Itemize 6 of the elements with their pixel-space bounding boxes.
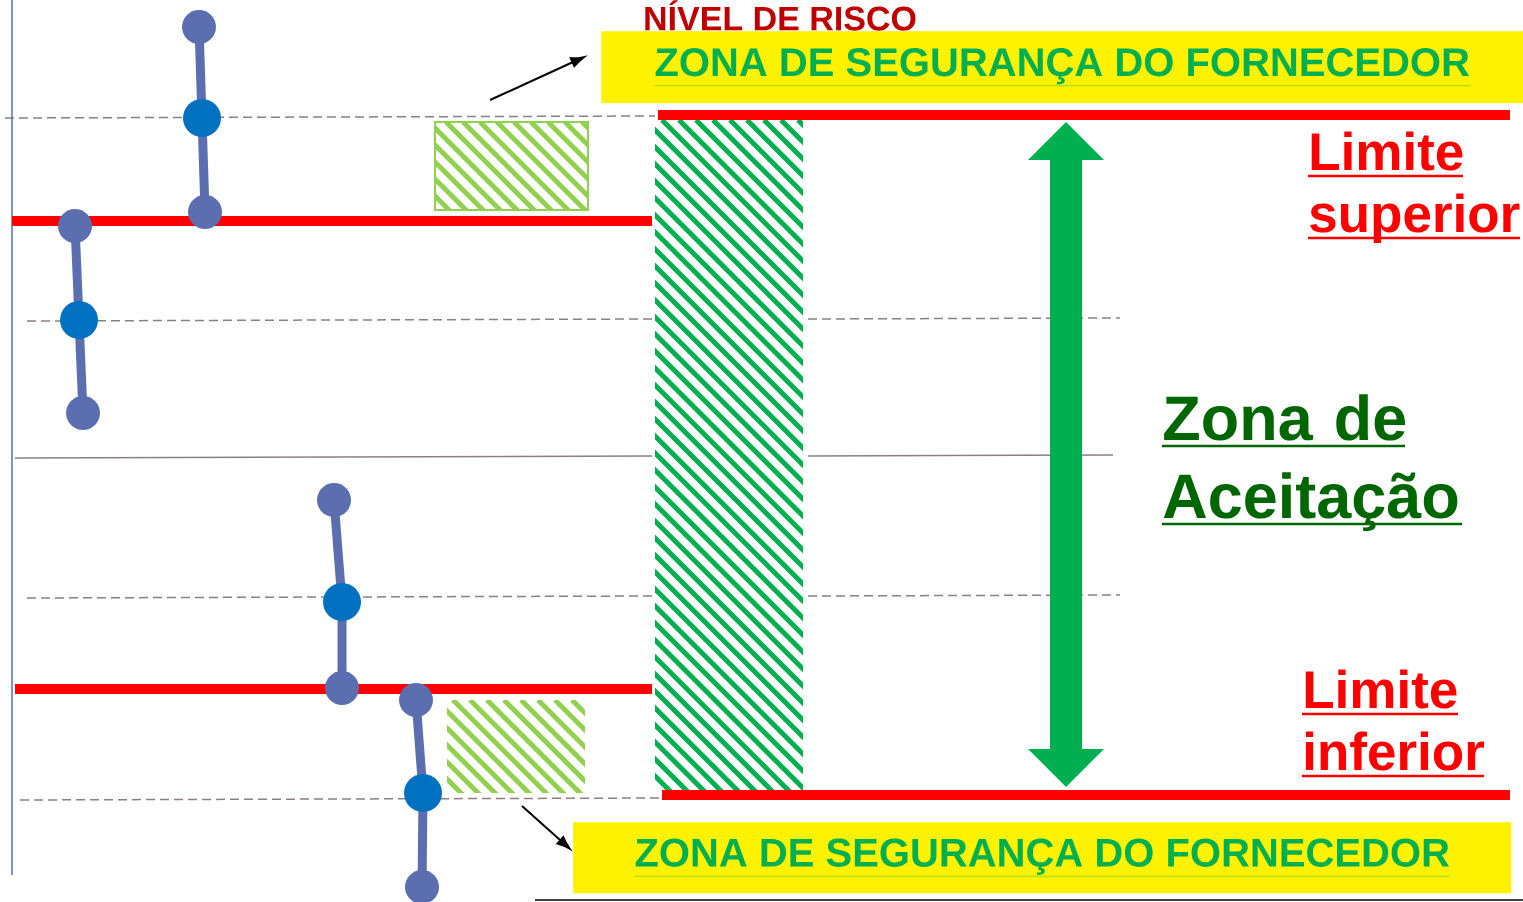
arrow bbox=[521, 805, 571, 850]
title: NÍVEL DE RISCO bbox=[645, 0, 916, 31]
zone-label: Zona de Aceitação bbox=[1162, 394, 1462, 532]
limit-label: Limite inferior bbox=[1302, 669, 1484, 778]
banner-box: ZONA DE SEGURANÇA DO FORNECEDOR bbox=[601, 31, 1523, 104]
banner-box: ZONA DE SEGURANÇA DO FORNECEDOR bbox=[573, 822, 1512, 894]
